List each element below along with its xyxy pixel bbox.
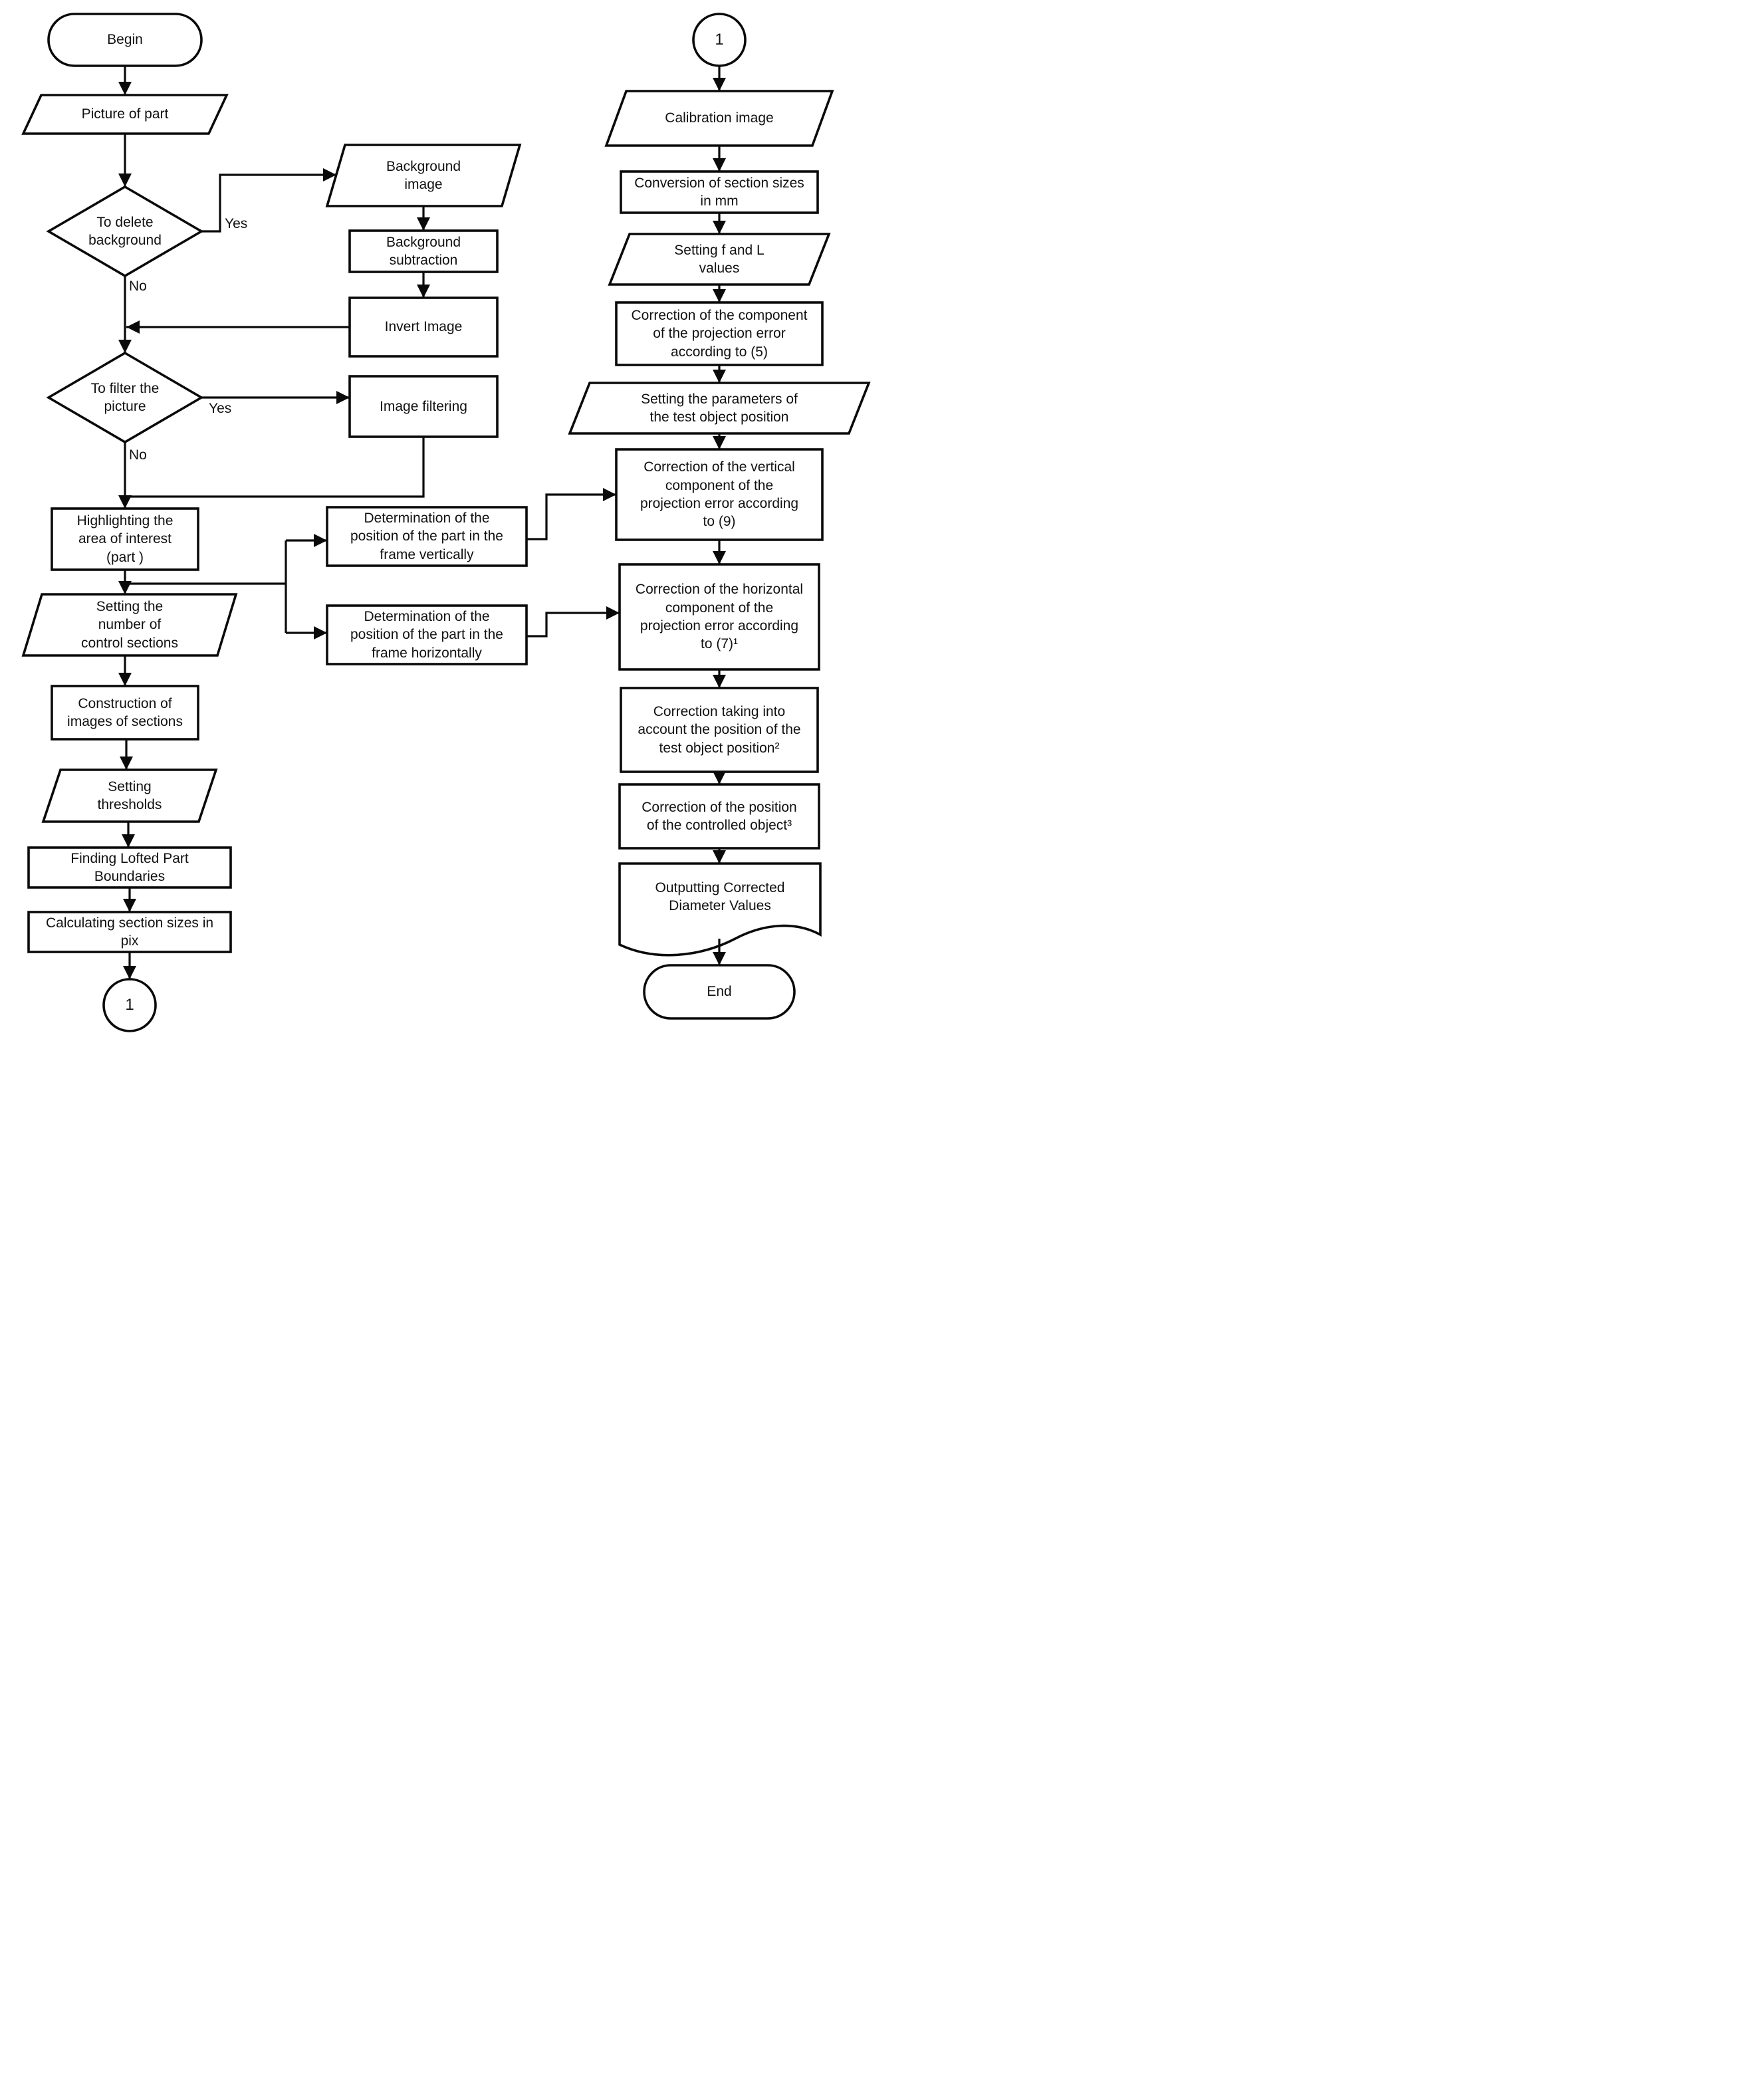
- conversion-mm-rect: [620, 170, 819, 214]
- connector-1-left-circle: [102, 978, 157, 1032]
- edge-image-filtering-merge: [126, 437, 425, 498]
- image-filtering-rect: [348, 375, 499, 438]
- outputting-document: [618, 862, 822, 957]
- setting-f-l-parallelogram: [608, 233, 831, 286]
- background-image-parallelogram: [325, 144, 522, 207]
- end-terminator: [643, 964, 796, 1020]
- calculating-sizes-rect: [27, 911, 232, 953]
- calibration-image-parallelogram: [604, 90, 834, 147]
- edge-det-vertical-correction-9: [527, 488, 616, 540]
- edge-det-horizontal-correction-7: [527, 606, 620, 638]
- invert-image-rect: [348, 296, 499, 358]
- delete-background-diamond: [46, 185, 204, 278]
- highlighting-rect: [51, 507, 199, 571]
- setting-params-parallelogram: [568, 382, 871, 435]
- correction-7-rect: [618, 563, 820, 671]
- construction-rect: [51, 685, 199, 741]
- picture-of-part-parallelogram: [21, 94, 229, 135]
- correction-5-rect: [615, 301, 824, 366]
- background-subtraction-rect: [348, 229, 499, 273]
- correction-test-object-rect: [620, 687, 819, 773]
- edge-delete-yes-background-image: [201, 168, 336, 233]
- connector-1-right-circle: [692, 13, 747, 67]
- begin-terminator: [47, 13, 203, 67]
- correction-9-rect: [615, 448, 824, 541]
- det-vertical-rect: [326, 506, 528, 567]
- det-horizontal-rect: [326, 604, 528, 665]
- thresholds-parallelogram: [41, 768, 218, 823]
- flowchart-canvas: [21, 13, 871, 1032]
- flowchart: Begin Picture of part To delete backgrou…: [0, 0, 880, 1050]
- setting-sections-parallelogram: [21, 593, 238, 657]
- finding-boundaries-rect: [27, 846, 232, 889]
- filter-picture-diamond: [46, 351, 204, 444]
- correction-controlled-rect: [618, 783, 820, 850]
